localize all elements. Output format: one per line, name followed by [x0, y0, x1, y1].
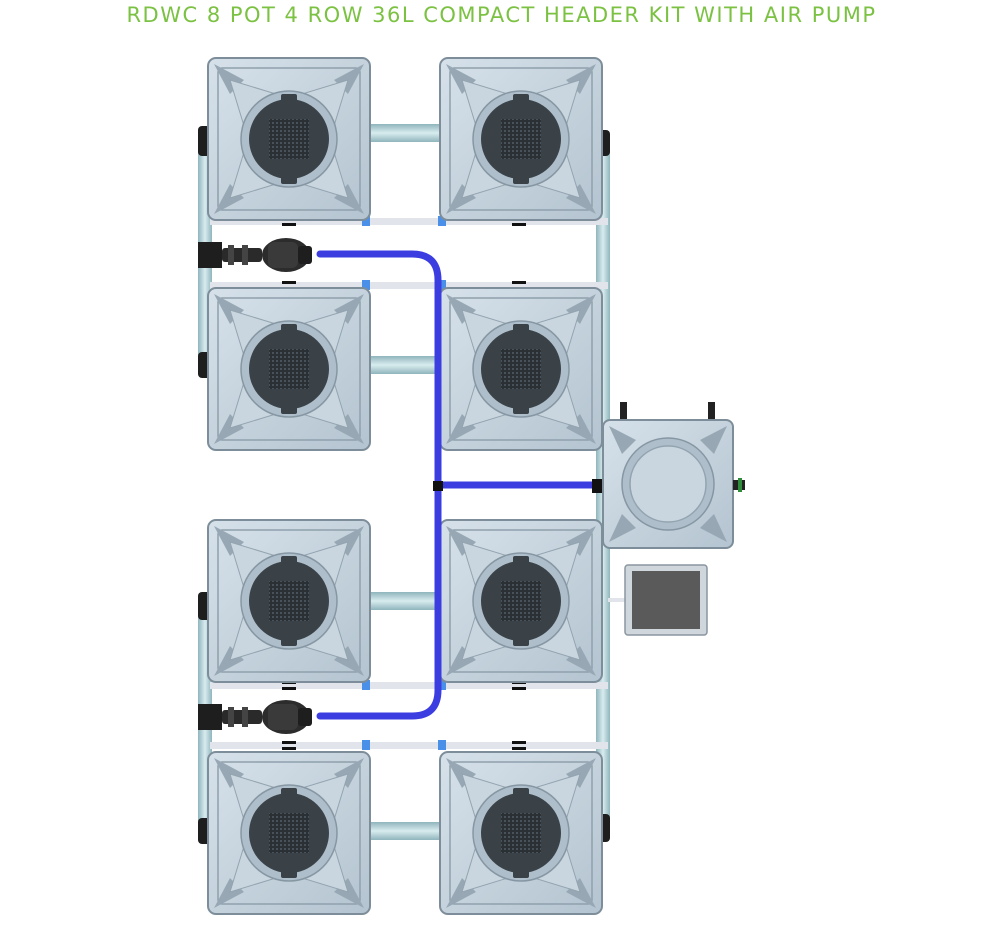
control-box: [608, 564, 708, 636]
pot-row4-right: [439, 751, 603, 915]
pot-row4-left: [207, 751, 371, 915]
pot-row2-right: [439, 287, 603, 451]
connector-pipe-row3: [368, 592, 444, 610]
connector-pipe-row2: [368, 356, 444, 374]
diagram-title: RDWC 8 POT 4 ROW 36L COMPACT HEADER KIT …: [126, 3, 877, 27]
pot-row1-right: [439, 57, 603, 221]
air-pump-bottom: [198, 700, 312, 734]
pot-row3-left: [207, 519, 371, 683]
pot-row2-left: [207, 287, 371, 451]
pot-row3-right: [439, 519, 603, 683]
header-tank: [602, 402, 745, 549]
pot-row1-left: [207, 57, 371, 221]
connector-pipe-row1: [368, 124, 444, 142]
air-pump-top: [198, 238, 312, 272]
connector-pipe-row4: [368, 822, 444, 840]
